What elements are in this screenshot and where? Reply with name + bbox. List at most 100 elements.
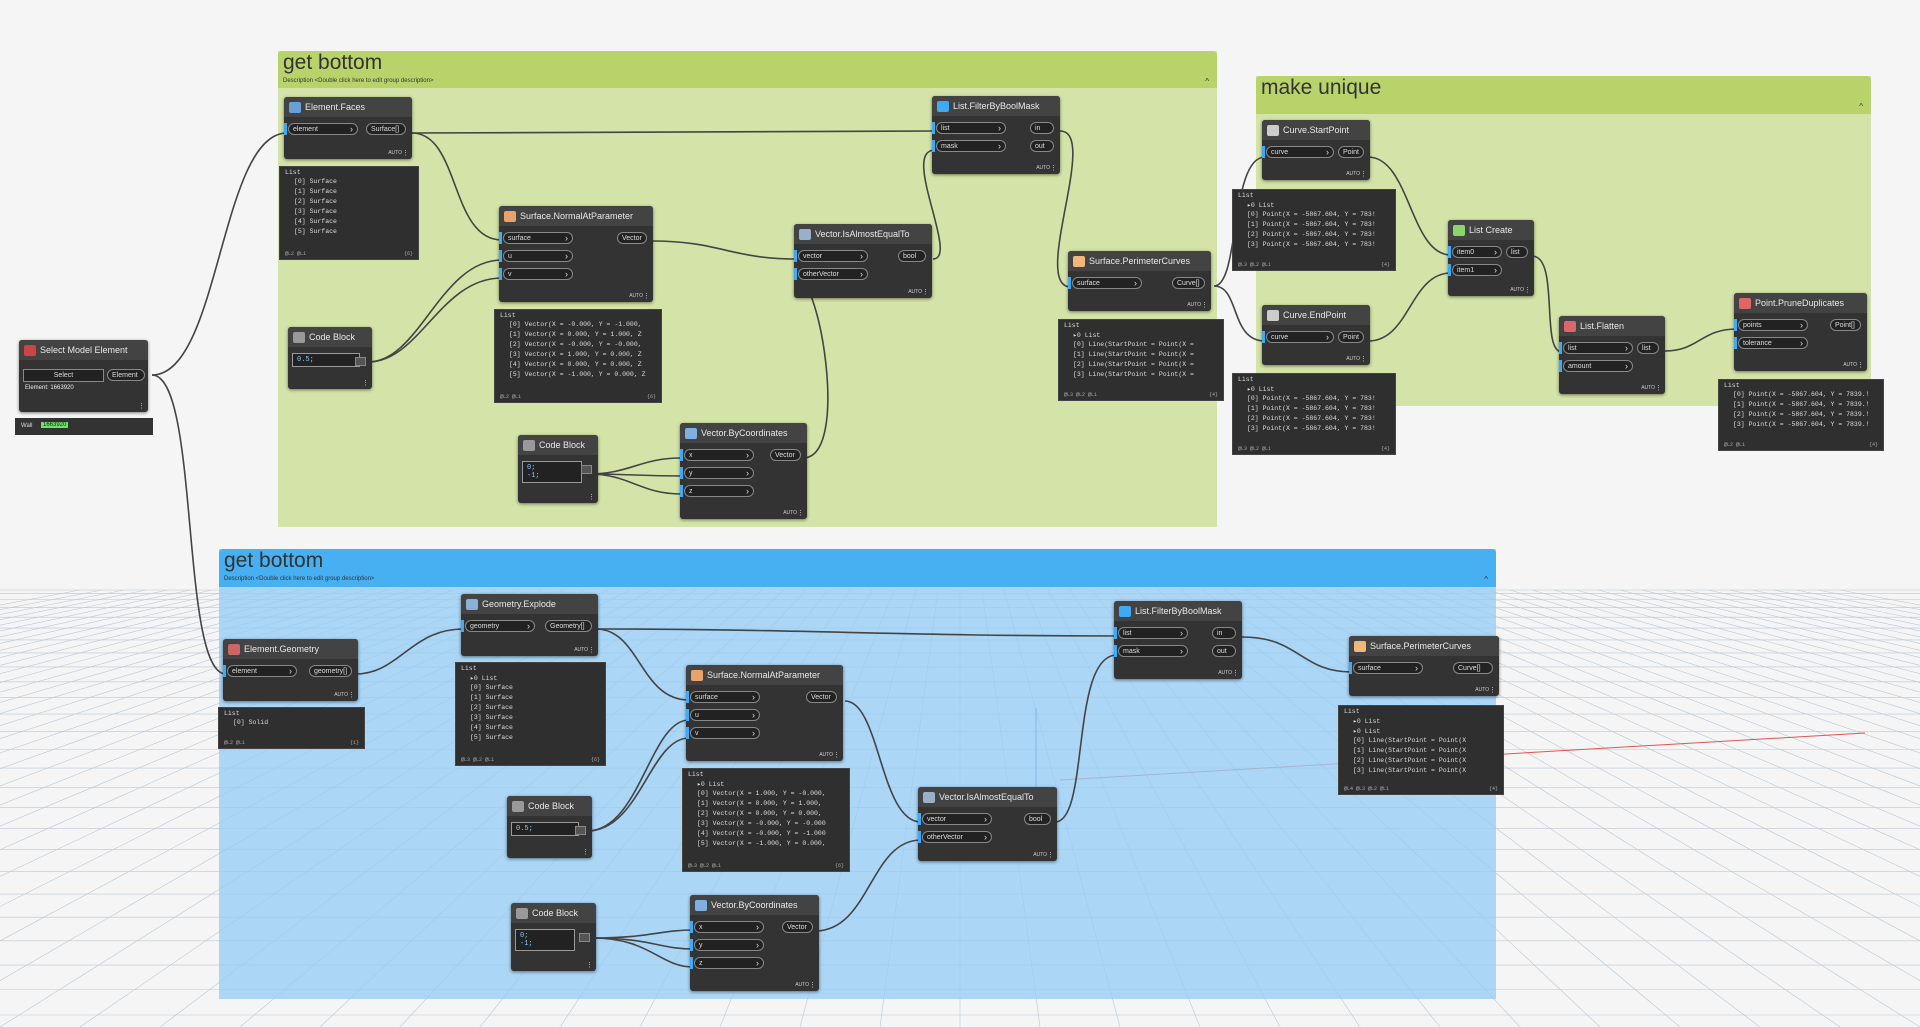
output-port[interactable]: Element (107, 369, 145, 381)
input-port-curve[interactable]: curve (1266, 331, 1334, 343)
output-port-in[interactable]: in (1030, 122, 1054, 134)
node-menu-icon[interactable]: ⋮ (138, 403, 145, 410)
node-header[interactable]: Code Block (511, 903, 596, 923)
node-menu-icon[interactable]: ⋮ (1232, 670, 1239, 677)
node-startpt[interactable]: Curve.StartPointcurvePointAUTO⋮ (1262, 120, 1370, 180)
collapse-caret-icon[interactable]: ^ (1859, 102, 1863, 111)
group-title[interactable]: get bottom (224, 549, 324, 572)
node-header[interactable]: Surface.NormalAtParameter (499, 206, 653, 226)
preview-bubble-normal2[interactable]: List▸0 List[0] Vector(X = 1.000, Y = -0.… (682, 768, 850, 872)
node-header[interactable]: Vector.IsAlmostEqualTo (794, 224, 932, 244)
node-filter1[interactable]: List.FilterByBoolMasklistmaskinoutAUTO⋮ (932, 96, 1060, 174)
lacing-auto-label[interactable]: AUTO (1510, 287, 1524, 293)
lacing-auto-label[interactable]: AUTO (1187, 302, 1201, 308)
output-port-Point[][interactable]: Point[] (1830, 319, 1861, 331)
node-menu-icon[interactable]: ⋮ (1857, 362, 1864, 369)
input-port-list[interactable]: list (1563, 342, 1633, 354)
input-port-vector[interactable]: vector (798, 250, 868, 262)
output-port-bool[interactable]: bool (898, 250, 926, 262)
lacing-auto-label[interactable]: AUTO (574, 647, 588, 653)
node-header[interactable]: Geometry.Explode (461, 594, 598, 614)
node-menu-icon[interactable]: ⋮ (1360, 356, 1367, 363)
output-port-Vector[interactable]: Vector (617, 232, 647, 244)
node-header[interactable]: Surface.NormalAtParameter (686, 665, 843, 685)
lacing-auto-label[interactable]: AUTO (908, 289, 922, 295)
input-port-mask[interactable]: mask (1118, 645, 1188, 657)
node-menu-icon[interactable]: ⋮ (1201, 302, 1208, 309)
node-header[interactable]: Vector.ByCoordinates (690, 895, 819, 915)
group-title[interactable]: make unique (1261, 76, 1382, 99)
node-perim1[interactable]: Surface.PerimeterCurves surface Curve[] AUT… (1068, 251, 1211, 311)
node-header[interactable]: List.FilterByBoolMask (1114, 601, 1242, 621)
input-port-tolerance[interactable]: tolerance (1738, 337, 1808, 349)
output-port-indicator[interactable] (355, 357, 366, 366)
output-port-out[interactable]: out (1030, 140, 1054, 152)
node-normal1[interactable]: Surface.NormalAtParametersurfaceuvVector… (499, 206, 653, 302)
lacing-auto-label[interactable]: AUTO (819, 752, 833, 758)
input-port-surface[interactable]: surface (1072, 277, 1142, 289)
lacing-auto-label[interactable]: AUTO (783, 510, 797, 516)
lacing-auto-label[interactable]: AUTO (1346, 356, 1360, 362)
lacing-auto-label[interactable]: AUTO (1641, 385, 1655, 391)
input-port-x[interactable]: x (694, 921, 764, 933)
node-listcreate[interactable]: List Createitem0item1listAUTO⋮ (1448, 220, 1534, 296)
node-header[interactable]: List.Flatten (1559, 316, 1665, 336)
node-menu-icon[interactable]: ⋮ (1360, 171, 1367, 178)
output-port-indicator[interactable] (579, 933, 590, 942)
node-header[interactable]: Element.Faces (284, 97, 412, 117)
input-port-vector[interactable]: vector (922, 813, 992, 825)
collapse-caret-icon[interactable]: ^ (1205, 77, 1209, 86)
node-menu-icon[interactable]: ⋮ (588, 647, 595, 654)
input-port-list[interactable]: list (1118, 627, 1188, 639)
node-menu-icon[interactable]: ⋮ (1655, 385, 1662, 392)
node-endpt[interactable]: Curve.EndPointcurvePointAUTO⋮ (1262, 305, 1370, 365)
node-header[interactable]: Surface.PerimeterCurves (1349, 636, 1499, 656)
node-prune[interactable]: Point.PruneDuplicatespointstolerancePoin… (1734, 293, 1867, 371)
input-port-x[interactable]: x (684, 449, 754, 461)
output-port-Vector[interactable]: Vector (782, 921, 813, 933)
output-port-geometry[][interactable]: geometry[] (309, 665, 352, 677)
node-menu-icon[interactable]: ⋮ (809, 982, 816, 989)
node-menu-icon[interactable]: ⋮ (1524, 287, 1531, 294)
node-almost1[interactable]: Vector.IsAlmostEqualTovectorotherVectorb… (794, 224, 932, 298)
output-port-bool[interactable]: bool (1024, 813, 1051, 825)
lacing-auto-label[interactable]: AUTO (1036, 165, 1050, 171)
lacing-auto-label[interactable]: AUTO (1033, 852, 1047, 858)
output-port-Curve[][interactable]: Curve[] (1172, 277, 1205, 289)
node-menu-icon[interactable]: ⋮ (643, 293, 650, 300)
output-port-Surface[][interactable]: Surface[] (366, 123, 406, 135)
lacing-auto-label[interactable]: AUTO (1218, 670, 1232, 676)
output-port-Geometry[][interactable]: Geometry[] (545, 620, 592, 632)
lacing-auto-label[interactable]: AUTO (1843, 362, 1857, 368)
input-port-mask[interactable]: mask (936, 140, 1006, 152)
node-menu-icon[interactable]: ⋮ (922, 289, 929, 296)
node-menu-icon[interactable]: ⋮ (1489, 687, 1496, 694)
input-port-u[interactable]: u (690, 709, 760, 721)
input-port-surface[interactable]: surface (1353, 662, 1423, 674)
node-geometry[interactable]: Element.Geometryelementgeometry[]AUTO⋮ (223, 639, 358, 701)
select-button[interactable]: Select (23, 369, 104, 382)
node-menu-icon[interactable]: ⋮ (1047, 852, 1054, 859)
node-perim2[interactable]: Surface.PerimeterCurvessurfaceCurve[]AUT… (1349, 636, 1499, 696)
node-menu-icon[interactable]: ⋮ (362, 380, 369, 387)
node-header[interactable]: Code Block (518, 435, 598, 455)
output-port-indicator[interactable] (581, 465, 592, 474)
input-port-u[interactable]: u (503, 250, 573, 262)
input-port-amount[interactable]: amount (1563, 360, 1633, 372)
node-header[interactable]: Code Block (288, 327, 372, 347)
input-port-v[interactable]: v (690, 727, 760, 739)
node-menu-icon[interactable]: ⋮ (402, 150, 409, 157)
input-port-v[interactable]: v (503, 268, 573, 280)
output-port-out[interactable]: out (1212, 645, 1236, 657)
input-port-surface[interactable]: surface (690, 691, 760, 703)
output-port-list[interactable]: list (1506, 246, 1528, 258)
output-port-indicator[interactable] (575, 826, 586, 835)
input-port-points[interactable]: points (1738, 319, 1808, 331)
node-menu-icon[interactable]: ⋮ (797, 510, 804, 517)
node-header[interactable]: Surface.PerimeterCurves (1068, 251, 1211, 271)
lacing-auto-label[interactable]: AUTO (1475, 687, 1489, 693)
output-port-Point[interactable]: Point (1338, 331, 1364, 343)
